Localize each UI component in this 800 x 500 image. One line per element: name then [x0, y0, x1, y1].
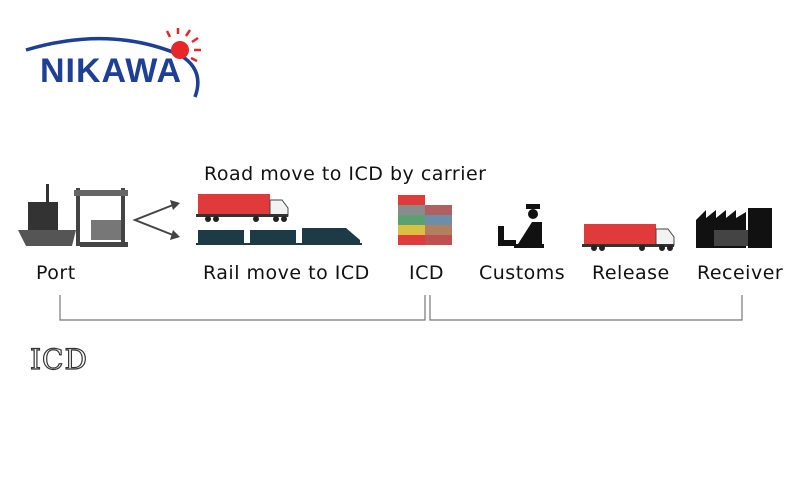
bracket-icd-to-receiver	[429, 295, 743, 321]
container-stack-icon	[398, 195, 452, 245]
road-truck-icon	[196, 194, 289, 222]
stage-label-port: Port	[36, 262, 76, 284]
road-move-label: Road move to ICD by carrier	[204, 163, 487, 185]
container-truck-icon	[582, 224, 675, 251]
port-ship-crane-icon	[18, 184, 128, 247]
stage-brackets	[59, 295, 743, 321]
rail-train-icon	[196, 228, 362, 245]
rail-move-label: Rail move to ICD	[203, 262, 370, 284]
logo-text: NIKAWA	[40, 52, 182, 90]
factory-icon	[696, 208, 772, 248]
split-arrows-icon	[132, 200, 180, 240]
stage-label-release: Release	[592, 262, 670, 284]
logo-swoosh-sun-icon	[25, 28, 201, 98]
page-heading: ICD	[29, 342, 88, 376]
nikawa-logo: NIKAWA	[20, 25, 210, 105]
stage-label-icd: ICD	[409, 262, 445, 284]
stage-label-receiver: Receiver	[697, 262, 784, 284]
customs-officer-icon	[498, 204, 544, 248]
stage-label-customs: Customs	[479, 262, 566, 284]
bracket-port-to-icd	[59, 295, 426, 321]
